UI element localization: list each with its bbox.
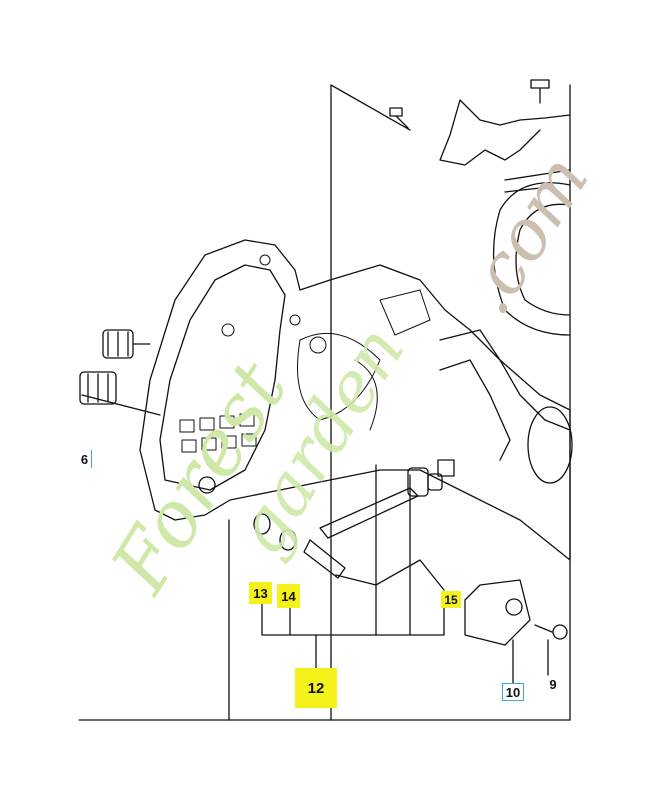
rib-slot xyxy=(221,435,237,449)
rib-slot xyxy=(199,417,215,431)
mount-hole xyxy=(309,336,327,354)
rib-slot xyxy=(179,419,195,433)
sprocket-bearing xyxy=(102,329,151,359)
rib-slot xyxy=(219,415,235,429)
mount-hole xyxy=(221,323,235,337)
spring-link xyxy=(504,169,571,193)
bracket xyxy=(379,289,431,336)
adjust-screw xyxy=(389,107,409,129)
rib-slot xyxy=(241,433,257,447)
callout-14: 14 xyxy=(277,584,300,608)
rear-handle-tube xyxy=(439,329,571,431)
brake-band-seat xyxy=(297,332,381,421)
nut xyxy=(407,467,443,497)
cover-part-10 xyxy=(464,579,531,646)
bolt-head xyxy=(198,476,216,494)
washer-14 xyxy=(279,529,297,551)
part-6 xyxy=(79,371,117,405)
callout-15: 15 xyxy=(441,591,461,608)
leader-bracket xyxy=(261,599,445,636)
rib-slot xyxy=(239,413,255,427)
leader-line xyxy=(330,84,411,131)
callout-9: 9 xyxy=(549,676,557,692)
brake-cam xyxy=(354,359,378,431)
top-screw xyxy=(530,79,550,104)
mount-hole xyxy=(259,254,271,266)
callout-12: 12 xyxy=(295,668,337,708)
screw-9 xyxy=(534,624,568,640)
sleeve xyxy=(303,539,346,579)
washer-13 xyxy=(253,513,271,535)
brake-band-inner xyxy=(515,203,571,316)
housing-inner-rim xyxy=(159,264,286,491)
leader-line-15 xyxy=(335,559,445,591)
pivot-pin xyxy=(319,487,419,539)
callout-6: 6 xyxy=(78,450,92,468)
chain-brake-lever xyxy=(439,99,571,166)
rib-slot xyxy=(201,437,217,451)
logo-cap xyxy=(527,406,573,484)
leader-line-6 xyxy=(81,394,161,416)
cover-hole xyxy=(505,598,523,616)
brake-band xyxy=(492,182,571,336)
callout-10: 10 xyxy=(502,683,524,701)
mount-hole xyxy=(289,314,301,326)
callout-13: 13 xyxy=(249,582,272,604)
rib-slot xyxy=(181,439,197,453)
trigger-part xyxy=(439,359,511,461)
spacer xyxy=(437,459,455,477)
